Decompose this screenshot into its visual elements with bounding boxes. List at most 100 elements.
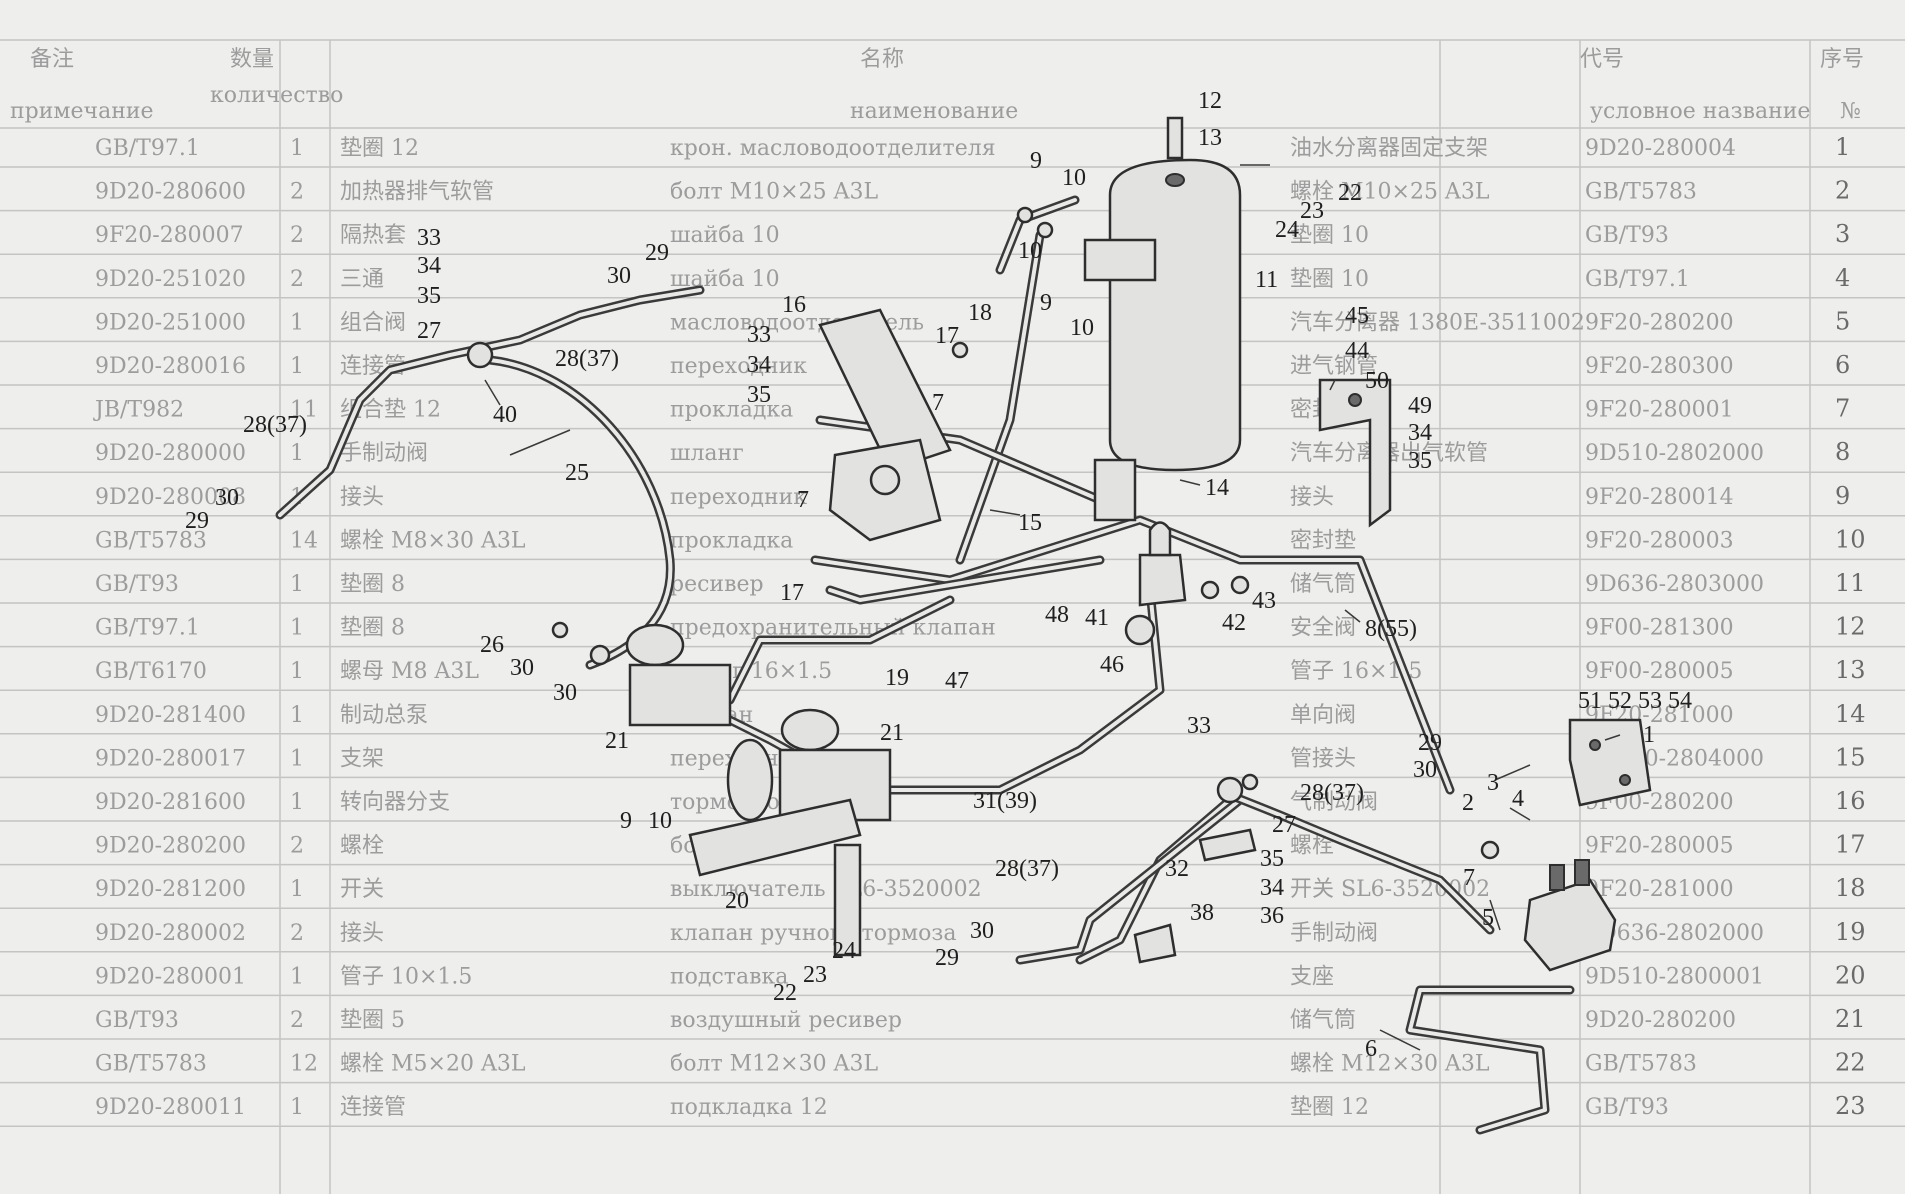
table-cell-rcn: 螺母 M8 A3L [340,659,479,684]
table-cell-code: 9F20-280003 [1585,528,1734,553]
callout-49: 49 [1408,393,1432,419]
callout-21-b: 21 [880,720,904,746]
callout-7-c: 7 [1463,865,1475,891]
table-cell-code: 9F20-280014 [1585,485,1734,510]
callout-51-54: 51 52 53 54 [1578,688,1692,714]
callout-28-37-c: 28(37) [1300,780,1364,806]
table-cell-qty: 14 [290,528,318,553]
table-cell-rcode: JB/T982 [93,398,184,423]
table-cell-rcn: 制动总泵 [340,703,428,728]
table-cell-qty: 2 [290,223,304,248]
callout-29-d: 29 [935,945,959,971]
table-cell-cn: 油水分离器固定支架 [1290,136,1488,161]
callout-27-a: 27 [417,318,441,344]
table-cell-no: 4 [1835,264,1850,292]
table-cell-rcode: 9D20-251020 [95,267,246,292]
callout-20: 20 [725,888,749,914]
table-cell-qty: 1 [290,354,304,379]
table-cell-cn: 密封垫 [1290,528,1356,553]
callout-3: 3 [1487,770,1499,796]
parts-list-table: 备注 数量 名称 代号 序号 примечание количество наи… [0,39,1905,1194]
table-cell-no: 8 [1835,438,1850,466]
table-cell-qty: 1 [290,877,304,902]
callout-47: 47 [945,668,969,694]
table-cell-ru: крон. масловодоотделителя [670,136,996,161]
table-cell-code: GB/T93 [1585,223,1669,248]
leader-lines [484,164,1621,1051]
table-cell-ru: подкладка 12 [670,1095,828,1120]
table-cell-cn: 储气筒 [1290,1008,1356,1033]
callout-22-a: 22 [1338,180,1362,206]
callout-13: 13 [1198,125,1222,151]
table-cell-rcode: GB/T93 [95,572,179,597]
callout-17-b: 17 [780,580,804,606]
table-cell-no: 14 [1835,700,1866,728]
table-cell-ru: шланг [670,441,744,466]
callout-36: 36 [1260,903,1284,929]
table-cell-rcode: GB/T5783 [95,528,207,553]
table-cell-rcn: 接头 [340,485,384,510]
table-cell-rcode: GB/T93 [95,1008,179,1033]
table-cell-cn: 储气筒 [1290,572,1356,597]
table-cell-rcode: 9D20-280016 [95,354,246,379]
table-cell-code: 9D510-2800001 [1585,964,1764,989]
table-cell-no: 22 [1835,1049,1866,1077]
table-cell-qty: 1 [290,441,304,466]
table-cell-code: 9F20-280005 [1585,834,1734,859]
callout-46: 46 [1100,652,1124,678]
header-top-name: 名称 [860,47,904,72]
callout-27-b: 27 [1272,812,1296,838]
header-top-no: 序号 [1820,47,1864,72]
table-cell-no: 23 [1835,1092,1866,1120]
callout-9-a: 9 [1030,148,1042,174]
callout-34-b: 34 [747,352,771,378]
table-cell-ru: воздушный ресивер [670,1008,902,1033]
table-cell-cn: 垫圈 10 [1290,267,1369,292]
callout-34-c: 34 [1408,420,1432,446]
callout-14: 14 [1205,475,1229,501]
callout-42: 42 [1222,610,1246,636]
table-cell-qty: 1 [290,746,304,771]
callout-30-b: 30 [215,485,239,511]
table-cell-cn: 单向阀 [1290,703,1356,728]
table-cell-rcn: 手制动阀 [340,441,428,466]
callout-28-37-a: 28(37) [555,346,619,372]
callout-28-37-b: 28(37) [243,412,307,438]
table-cell-code: 9F20-280300 [1585,354,1734,379]
table-cell-no: 11 [1835,569,1866,597]
header-top-code: 代号 [1580,47,1624,72]
callout-30-f: 30 [970,918,994,944]
callout-7-a: 7 [797,487,809,513]
callout-29-a: 29 [645,240,669,266]
table-cell-qty: 2 [290,1008,304,1033]
callout-44: 44 [1345,338,1369,364]
table-cell-rcn: 支架 [340,746,384,771]
callout-33-c: 33 [1187,713,1211,739]
callout-43: 43 [1252,588,1276,614]
table-cell-qty: 2 [290,180,304,205]
callout-34-d: 34 [1260,875,1284,901]
table-cell-rcn: 垫圈 5 [340,1008,405,1033]
callout-29-c: 29 [1418,730,1442,756]
table-cell-rcn: 组合阀 [340,310,406,335]
header-bot-name: наименование [850,99,1018,124]
table-cell-cn: 螺栓 M10×25 A3L [1290,180,1490,205]
table-cell-rcn: 垫圈 8 [340,572,405,597]
table-cell-qty: 1 [290,659,304,684]
table-cell-qty: 1 [290,310,304,335]
callout-41: 41 [1085,605,1109,631]
table-cell-ru: прокладка [670,528,793,553]
callout-28-37-d: 28(37) [995,856,1059,882]
callout-34-a: 34 [417,253,441,279]
callout-9-b: 9 [1040,290,1052,316]
callout-30-a: 30 [607,263,631,289]
table-cell-code: GB/T93 [1585,1095,1669,1120]
table-cell-cn: 进气钢管 [1290,354,1378,379]
table-cell-rcn: 加热器排气软管 [340,180,494,205]
table-cell-cn: 汽车分离器 1380E-3511002 [1290,310,1585,335]
callout-4: 4 [1512,786,1524,812]
table-cell-code: 9F20-281000 [1585,877,1734,902]
callout-9-c: 9 [620,808,632,834]
table-cell-rcn: 管子 10×1.5 [340,964,472,989]
